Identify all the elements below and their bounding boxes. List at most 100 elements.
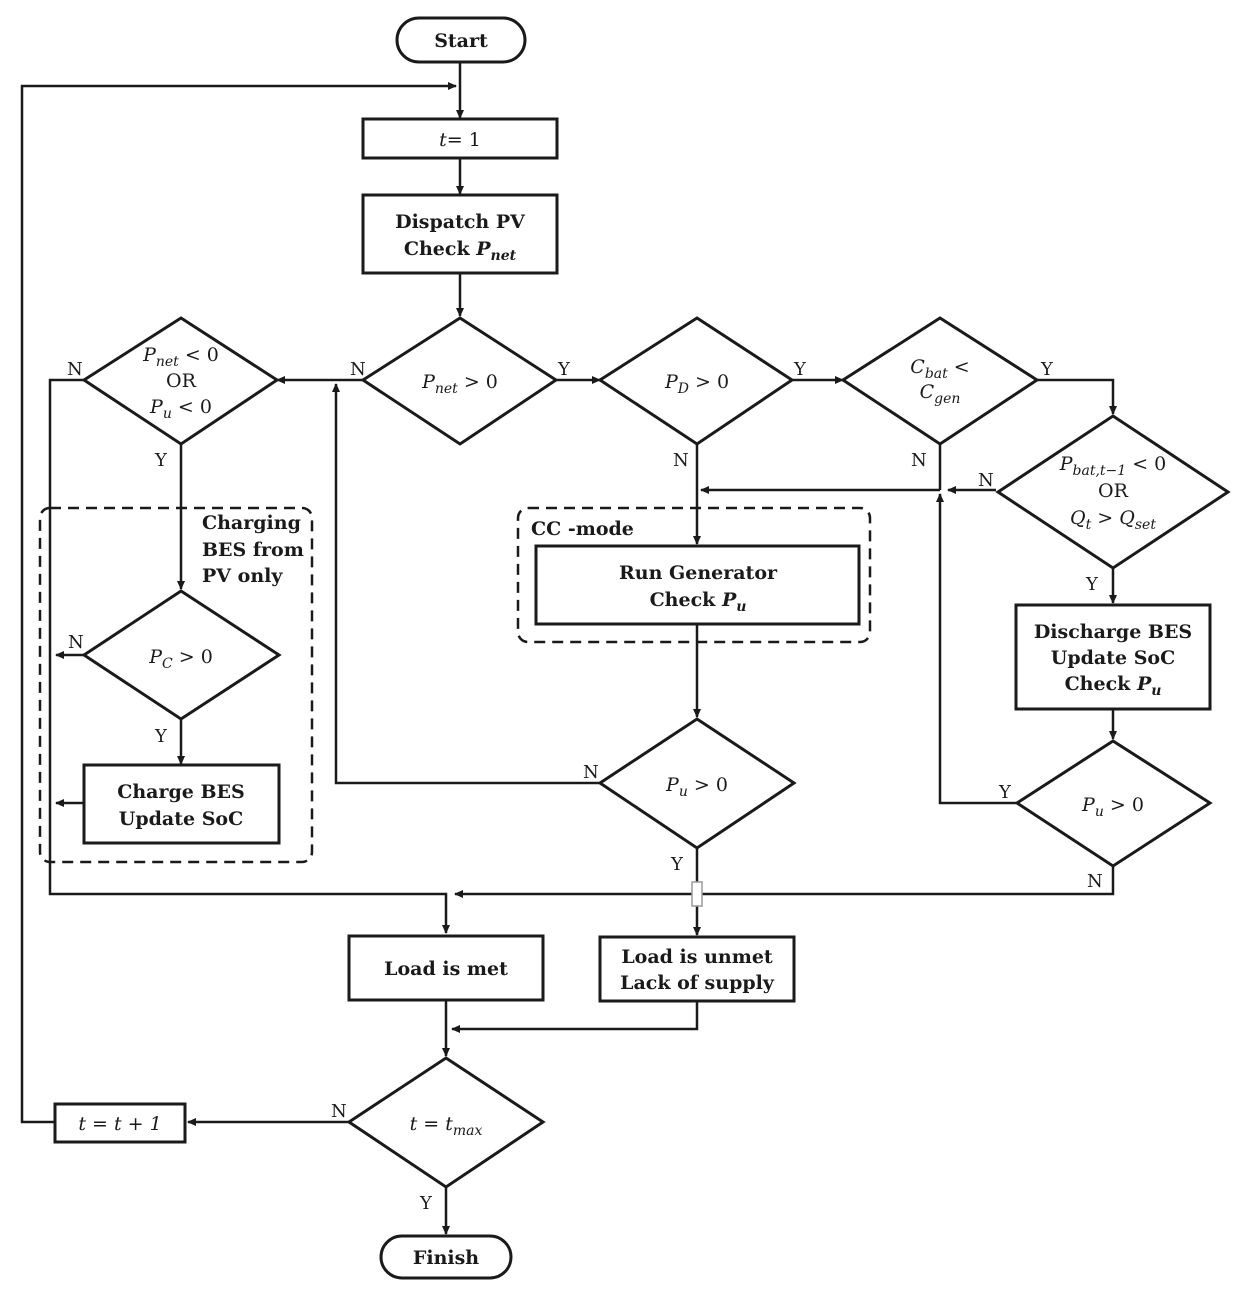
load-unmet-line2: Lack of supply [620, 972, 775, 994]
discharge-var: P [1136, 673, 1152, 695]
qt-op: > [1091, 507, 1119, 529]
pu-right-rest: > 0 [1104, 794, 1144, 816]
pbat-or: OR [1098, 480, 1129, 502]
tmax-sub: max [453, 1123, 483, 1139]
decision-pu-gt0-mid: Pu > 0 [597, 717, 797, 850]
label-cbat-yes: Y [1040, 359, 1054, 380]
svg-text:t= 1: t= 1 [439, 129, 481, 151]
label-pd-yes: Y [793, 359, 807, 380]
tmax-rest: = t [417, 1113, 453, 1135]
label-tmax-no: N [331, 1101, 347, 1122]
pc-sub: C [162, 656, 173, 672]
pu-right-sub: u [1095, 804, 1104, 820]
pc-var: P [148, 646, 163, 668]
svg-text:Check Pu: Check Pu [1065, 673, 1162, 699]
label-pu-right-yes: Y [998, 782, 1012, 803]
finish-terminal: Finish [379, 1234, 513, 1280]
t-init-box: t= 1 [361, 117, 559, 160]
pbat-sub: bat,t−1 [1073, 463, 1127, 479]
decision-t-tmax: t = tmax [346, 1056, 546, 1189]
pu-mid-rest: > 0 [688, 774, 728, 796]
cc-mode-group-box [516, 506, 872, 644]
label-left-yes: Y [154, 450, 168, 471]
dispatch-box: Dispatch PV Check Pnet [361, 193, 559, 275]
svg-text:Pbat,t−1 < 0: Pbat,t−1 < 0 [1059, 453, 1167, 479]
dispatch-line1: Dispatch PV [395, 211, 526, 233]
qset-var: Q [1119, 507, 1135, 529]
cbat-var: C [910, 356, 925, 378]
pd-sub: D [677, 381, 689, 397]
cc-mode-label: CC -mode [531, 518, 634, 540]
label-pbat-yes: Y [1085, 574, 1099, 595]
pult-var: P [149, 396, 164, 418]
label-cbat-no: N [911, 450, 927, 471]
start-terminal: Start [395, 16, 527, 64]
svg-text:Cgen: Cgen [920, 381, 961, 407]
pu-right-var: P [1081, 794, 1096, 816]
charge-line2: Update SoC [119, 808, 243, 830]
charging-label-2: BES from [202, 539, 304, 561]
connector-pu-right-yes [936, 493, 1017, 805]
svg-text:Check Pnet: Check Pnet [404, 238, 517, 264]
run-gen-var: P [721, 589, 737, 611]
svg-text:Check Pu: Check Pu [650, 589, 747, 615]
pd-var: P [664, 371, 679, 393]
label-pu-mid-yes: Y [670, 854, 684, 875]
pult-sub: u [163, 406, 172, 422]
connector-loop-back [20, 82, 457, 1124]
svg-text:Pnet > 0: Pnet > 0 [421, 371, 498, 397]
pnetlt-rest: < 0 [179, 344, 219, 366]
pbat-rest: < 0 [1126, 453, 1166, 475]
svg-text:PD > 0: PD > 0 [664, 371, 729, 397]
label-pd-no: N [673, 450, 689, 471]
label-tmax-yes: Y [419, 1193, 433, 1214]
cbat-sub: bat [925, 366, 948, 382]
t-increment-box: t = t + 1 [53, 1102, 187, 1144]
label-pc-no: N [68, 632, 84, 653]
pd-rest: > 0 [689, 371, 729, 393]
label-pu-mid-no: N [583, 762, 599, 783]
svg-text:Pu > 0: Pu > 0 [665, 774, 728, 800]
label-left-no: N [67, 359, 83, 380]
decision-cbat-lt-cgen: Cbat < Cgen [840, 316, 1040, 446]
t-init-rest: = 1 [447, 129, 481, 151]
svg-text:PC > 0: PC > 0 [148, 646, 213, 672]
decision-pd-gt0: PD > 0 [597, 316, 795, 446]
charging-label-3: PV only [202, 565, 283, 587]
charge-line1: Charge BES [117, 781, 245, 803]
svg-text:Qt > Qset: Qt > Qset [1070, 507, 1156, 533]
charging-label-1: Charging [202, 512, 301, 534]
finish-label: Finish [413, 1247, 479, 1269]
t-init-var: t [439, 129, 447, 151]
discharge-line2: Update SoC [1051, 647, 1175, 669]
label-pc-yes: Y [154, 726, 168, 747]
qt-var: Q [1070, 507, 1086, 529]
line-crossover [691, 881, 703, 907]
svg-text:Pnet < 0: Pnet < 0 [142, 344, 219, 370]
qt-sub: t [1086, 517, 1092, 533]
connector-pu-right-no [454, 867, 1115, 898]
decision-pc-gt0: PC > 0 [81, 589, 282, 721]
run-generator-box: Run Generator Check Pu [534, 544, 861, 626]
dispatch-sub: net [491, 248, 517, 264]
discharge-box: Discharge BES Update SoC Check Pu [1014, 603, 1212, 711]
decision-pnet-or-pu: Pnet < 0 OR Pu < 0 [81, 316, 280, 446]
decision-pbat-or-q: Pbat,t−1 < 0 OR Qt > Qset [995, 414, 1231, 570]
decision-pnet-gt0: Pnet > 0 [360, 316, 559, 446]
label-pnet-yes: Y [557, 359, 571, 380]
pnet-sub: net [435, 381, 458, 397]
pc-rest: > 0 [173, 646, 213, 668]
discharge-line1: Discharge BES [1034, 621, 1192, 643]
pult-rest: < 0 [172, 396, 212, 418]
cbat-op: < [948, 356, 970, 378]
connector-cbat-yes [1037, 378, 1117, 415]
pnetlt-var: P [142, 344, 157, 366]
load-met-label: Load is met [384, 958, 508, 980]
pbat-var: P [1059, 453, 1074, 475]
qset-sub: set [1135, 517, 1156, 533]
discharge-line3: Check [1065, 673, 1137, 695]
pnetlt-or: OR [166, 370, 197, 392]
charge-box: Charge BES Update SoC [82, 763, 281, 845]
load-unmet-line1: Load is unmet [621, 946, 773, 968]
